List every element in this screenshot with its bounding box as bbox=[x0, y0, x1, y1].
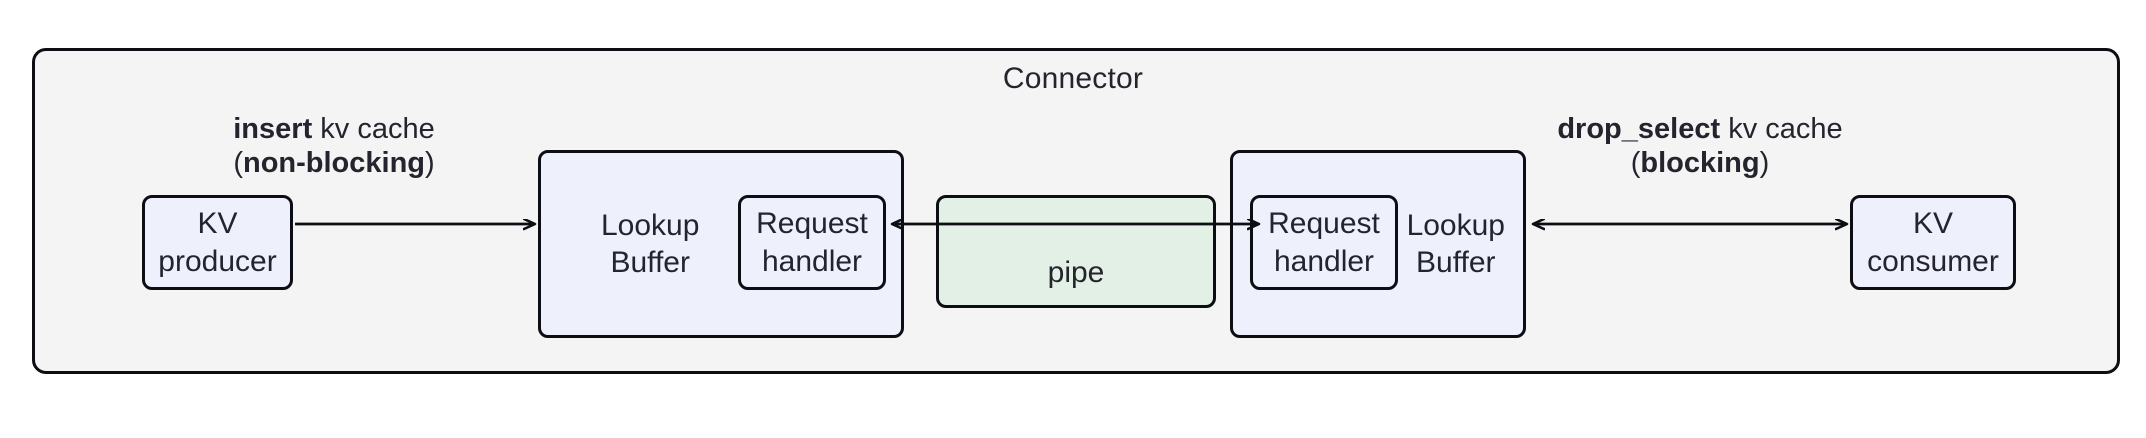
connector-title: Connector bbox=[1002, 62, 1144, 95]
kv-consumer-line1: KV bbox=[1912, 207, 1954, 241]
kv-producer-line1: KV bbox=[197, 207, 238, 241]
insert-paren-close: ) bbox=[425, 147, 435, 180]
edge-label-drop-select: drop_select kv cache (blocking) bbox=[1555, 112, 1845, 180]
insert-paren-strong: non-blocking bbox=[242, 147, 426, 180]
handler-right-line2: handler bbox=[1273, 244, 1375, 278]
drop-paren-strong: blocking bbox=[1640, 147, 1760, 180]
lookup-buffer-left-label: Lookup Buffer bbox=[601, 207, 699, 281]
node-request-handler-right[interactable]: Request handler bbox=[1250, 195, 1398, 290]
handler-left-line1: Request bbox=[756, 207, 868, 241]
request-handler-right-label: Request handler bbox=[1268, 205, 1380, 279]
insert-strong: insert bbox=[233, 113, 313, 145]
drop-rest: kv cache bbox=[1720, 113, 1843, 145]
drop-strong: drop_select bbox=[1557, 113, 1721, 145]
lookup-right-line2: Buffer bbox=[1416, 246, 1496, 279]
request-handler-left-label: Request handler bbox=[756, 205, 868, 279]
kv-consumer-line2: consumer bbox=[1867, 244, 1999, 278]
insert-paren-open: ( bbox=[233, 147, 243, 180]
edge-label-drop-line2: (blocking) bbox=[1555, 146, 1845, 180]
edge-label-insert-line1: insert kv cache bbox=[214, 112, 454, 146]
lookup-right-line1: Lookup bbox=[1406, 208, 1505, 242]
drop-paren-close: ) bbox=[1759, 147, 1770, 180]
lookup-left-line1: Lookup bbox=[601, 208, 700, 242]
kv-producer-line2: producer bbox=[158, 244, 277, 278]
edge-label-drop-line1: drop_select kv cache bbox=[1555, 112, 1845, 146]
node-pipe[interactable]: pipe bbox=[936, 195, 1216, 308]
node-kv-consumer-label: KV consumer bbox=[1867, 205, 1999, 279]
handler-left-line2: handler bbox=[761, 244, 863, 278]
lookup-buffer-right-label: Lookup Buffer bbox=[1407, 207, 1505, 281]
insert-rest: kv cache bbox=[312, 113, 435, 145]
edge-label-insert-line2: (non-blocking) bbox=[214, 146, 454, 180]
node-request-handler-left[interactable]: Request handler bbox=[738, 195, 886, 290]
node-kv-producer-label: KV producer bbox=[158, 205, 276, 279]
lookup-left-line2: Buffer bbox=[610, 246, 690, 279]
edge-label-insert: insert kv cache (non-blocking) bbox=[214, 112, 454, 180]
drop-paren-open: ( bbox=[1630, 147, 1641, 180]
node-kv-producer[interactable]: KV producer bbox=[142, 195, 293, 290]
handler-right-line1: Request bbox=[1268, 207, 1380, 241]
node-lookup-buffer-left[interactable]: Lookup Buffer bbox=[538, 150, 904, 338]
node-kv-consumer[interactable]: KV consumer bbox=[1850, 195, 2016, 290]
pipe-label: pipe bbox=[1047, 255, 1105, 289]
